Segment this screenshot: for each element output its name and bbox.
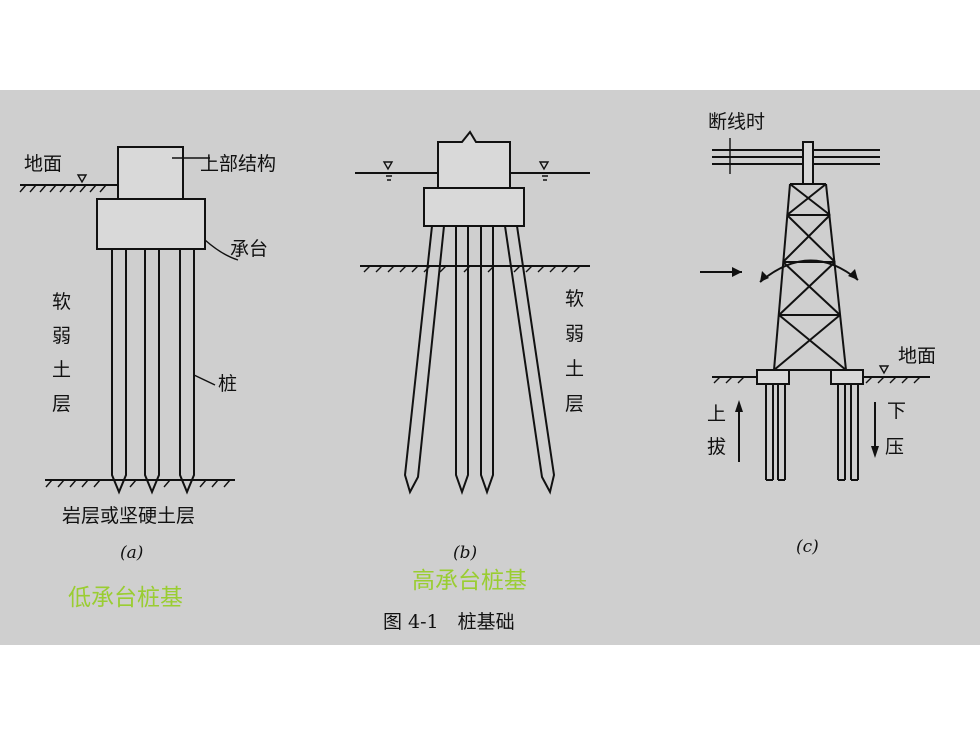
conductor-wires — [712, 149, 880, 165]
pile-b4 — [504, 225, 556, 495]
figure-letter-b: (b) — [453, 543, 477, 563]
pile-b1 — [403, 225, 445, 495]
soil-char-b3: 土 — [565, 358, 584, 380]
uplift-char-1: 上 — [707, 403, 726, 425]
soil-char-a4: 层 — [52, 393, 71, 415]
figure-letter-c: (c) — [796, 537, 819, 557]
lattice-tower — [773, 183, 847, 371]
soil-char-b4: 层 — [565, 393, 584, 415]
ground-marker-c — [878, 365, 890, 375]
figure-caption: 图 4-1 桩基础 — [383, 611, 515, 633]
compression-char-2: 压 — [885, 436, 904, 458]
soil-char-a2: 弱 — [52, 325, 71, 347]
lateral-force-arrowhead — [732, 267, 742, 277]
bedrock-hatch — [45, 479, 231, 488]
piles-c — [765, 384, 859, 481]
caption-high-cap: 高承台桩基 — [412, 568, 527, 594]
footing-left — [756, 369, 790, 385]
figure-letter-a: (a) — [120, 543, 143, 563]
compression-char-1: 下 — [887, 400, 906, 422]
pile-cap-b — [423, 187, 525, 227]
pile-b3 — [480, 226, 494, 496]
broken-wire-label: 断线时 — [708, 111, 765, 133]
pile-b2 — [455, 226, 469, 496]
water-marker-right — [538, 161, 550, 181]
figure-b: 软 弱 土 层 (b) 高承台桩基 图 4-1 桩基础 — [355, 130, 590, 633]
ground-hatch-a — [19, 184, 107, 193]
figure-panel: 地面 上部结构 承台 桩 软 弱 土 层 岩层或坚硬土层 (a) 低承台桩基 — [0, 90, 980, 645]
pile-a1 — [111, 249, 127, 495]
column-b — [437, 130, 511, 189]
footing-right — [830, 369, 864, 385]
moment-arrowhead-left — [760, 271, 769, 282]
compression-arrowhead — [871, 446, 879, 458]
piles-a — [111, 249, 195, 495]
pile-cap-a — [96, 198, 206, 250]
pile-leader — [193, 374, 216, 386]
water-marker-left — [382, 161, 394, 181]
ground-hatch-c — [713, 376, 921, 384]
pile-label: 桩 — [218, 373, 237, 395]
superstructure-label: 上部结构 — [200, 153, 276, 175]
moment-arc — [759, 259, 859, 283]
caption-low-cap: 低承台桩基 — [68, 585, 183, 611]
uplift-arrowhead — [735, 400, 743, 412]
ground-label-c: 地面 — [898, 345, 936, 367]
soil-char-b2: 弱 — [565, 323, 584, 345]
moment-arrowhead — [848, 269, 858, 280]
soil-char-a1: 软 — [52, 291, 71, 313]
soil-char-b1: 软 — [565, 288, 584, 310]
pile-a3 — [179, 249, 195, 495]
insulator — [802, 141, 814, 185]
cap-label: 承台 — [230, 238, 268, 260]
pile-a2 — [144, 249, 160, 495]
figure-a: 地面 上部结构 承台 桩 软 弱 土 层 岩层或坚硬土层 (a) 低承台桩基 — [19, 146, 276, 611]
water-level-marker-a — [76, 174, 88, 184]
bedrock-label: 岩层或坚硬土层 — [62, 505, 195, 527]
uplift-char-2: 拔 — [707, 436, 726, 458]
soil-char-a3: 土 — [52, 359, 71, 381]
piles-b — [403, 225, 556, 496]
superstructure — [117, 146, 184, 200]
ground-label-a: 地面 — [24, 153, 62, 175]
figure-c: 断线时 — [700, 111, 936, 557]
pile-foundation-diagram: 地面 上部结构 承台 桩 软 弱 土 层 岩层或坚硬土层 (a) 低承台桩基 — [19, 111, 936, 633]
cap-leader — [204, 239, 239, 261]
